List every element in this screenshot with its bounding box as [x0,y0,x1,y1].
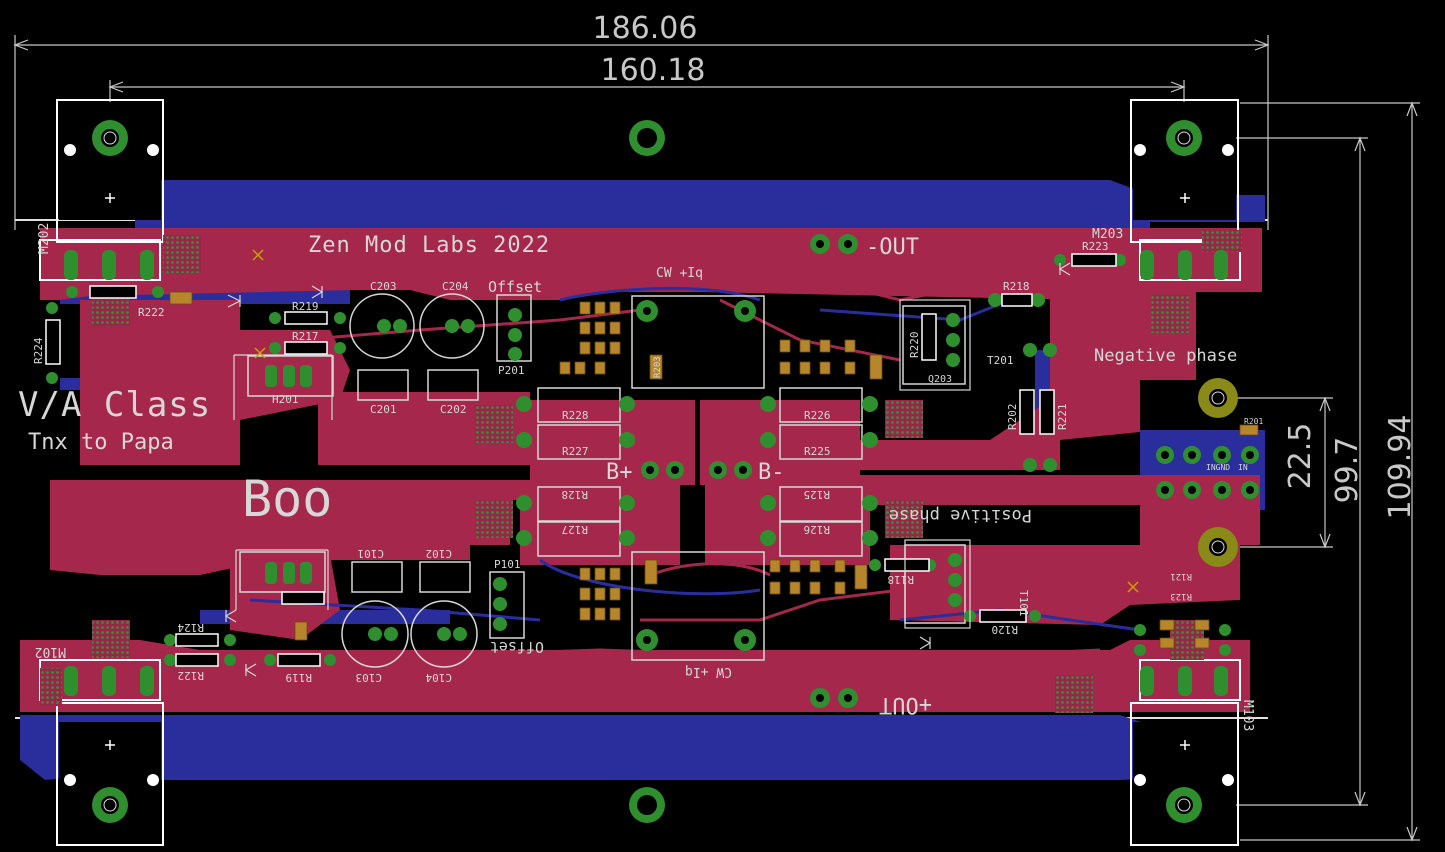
block-plus-marks [105,193,1190,750]
designator-c203: C203 [370,280,397,293]
designator-m103: M103 [1240,700,1255,731]
silk-labels: Zen Mod Labs 2022 -OUT V/A Class Tnx to … [18,223,1263,732]
designator-r128: R128 [562,488,589,501]
dimension-lines [13,35,1420,842]
thermal-hatch [40,230,1242,713]
thanks-label: Tnx to Papa [28,430,174,455]
dim-overall-height: 109.94 [1383,415,1418,520]
designator-r203: R203 [653,356,663,378]
dim-inner-width: 160.18 [601,53,706,88]
designator-r220: R220 [908,332,921,359]
designator-r202: R202 [1006,404,1019,431]
dim-overall-width: 186.06 [593,11,698,46]
dim-pin-spacing: 22.5 [1283,423,1318,490]
mount-cutouts [64,144,1234,786]
designator-c104: C104 [425,671,452,684]
designator-r225: R225 [804,445,831,458]
out-minus-label: -OUT [866,235,919,260]
designator-c103: C103 [356,671,383,684]
designator-r124: R124 [177,621,204,634]
designator-r217: R217 [292,330,319,343]
designator-c201: C201 [370,403,397,416]
designator-r221: R221 [1056,404,1069,431]
class-label: V/A Class [18,385,211,425]
designator-r118: R118 [888,573,915,586]
designator-t101: T101 [1017,590,1030,617]
designator-h201: H201 [272,393,299,406]
origin-marks [252,249,1139,593]
designator-t201: T201 [987,354,1014,367]
top-copper [20,228,1262,712]
designator-r119: R119 [286,671,313,684]
silk-marks [224,262,1071,677]
designator-r223: R223 [1082,240,1109,253]
designator-r121: R121 [1170,571,1192,581]
designator-q203: Q203 [928,374,952,385]
designator-r224: R224 [32,337,45,364]
positive-phase-label: Positive phase [889,505,1032,525]
axial-resistors [45,253,1117,667]
designator-r122: R122 [178,669,205,682]
designator-r218: R218 [1003,280,1030,293]
in-label: IN [1238,463,1248,472]
board-name: Boo [242,470,332,528]
ccs-top-label: CW +Iq [656,266,703,281]
input-jacks [1198,378,1238,567]
offset-bottom-label: Offset [490,638,544,656]
designator-r228: R228 [562,409,589,422]
designator-r222: R222 [138,306,165,319]
designator-r123: R123 [1170,591,1192,601]
designator-r226: R226 [804,409,831,422]
smd-pads [169,291,1259,649]
designator-m202: M202 [37,223,52,254]
dim-inner-height: 99.7 [1330,437,1365,504]
brand-label: Zen Mod Labs 2022 [308,233,550,258]
designator-c101: C101 [358,547,385,560]
ccs-bottom-label: CW +Iq [685,664,732,679]
designator-r126: R126 [804,523,831,536]
designator-r125: R125 [804,488,831,501]
ingnd-label: INGND [1206,463,1230,472]
offset-top-label: Offset [488,278,542,296]
designator-p201: P201 [498,364,525,377]
designator-m203: M203 [1092,227,1123,242]
designator-r201: R201 [1244,417,1263,426]
negative-phase-label: Negative phase [1094,346,1237,366]
b-minus-label: B- [758,460,785,485]
mounting-holes [92,120,1202,823]
designator-c102: C102 [426,547,453,560]
component-outlines [239,293,966,668]
designator-c202: C202 [440,403,467,416]
pad-drills [643,240,1254,702]
designator-r127: R127 [562,523,589,536]
b-plus-label: B+ [606,460,633,485]
designator-r219: R219 [292,300,319,313]
designator-r120: R120 [992,623,1019,636]
designator-c204: C204 [442,280,469,293]
designator-m102: M102 [35,644,66,659]
designator-p101: P101 [494,558,521,571]
out-plus-label: +OUT [879,692,932,717]
designator-r227: R227 [562,445,589,458]
